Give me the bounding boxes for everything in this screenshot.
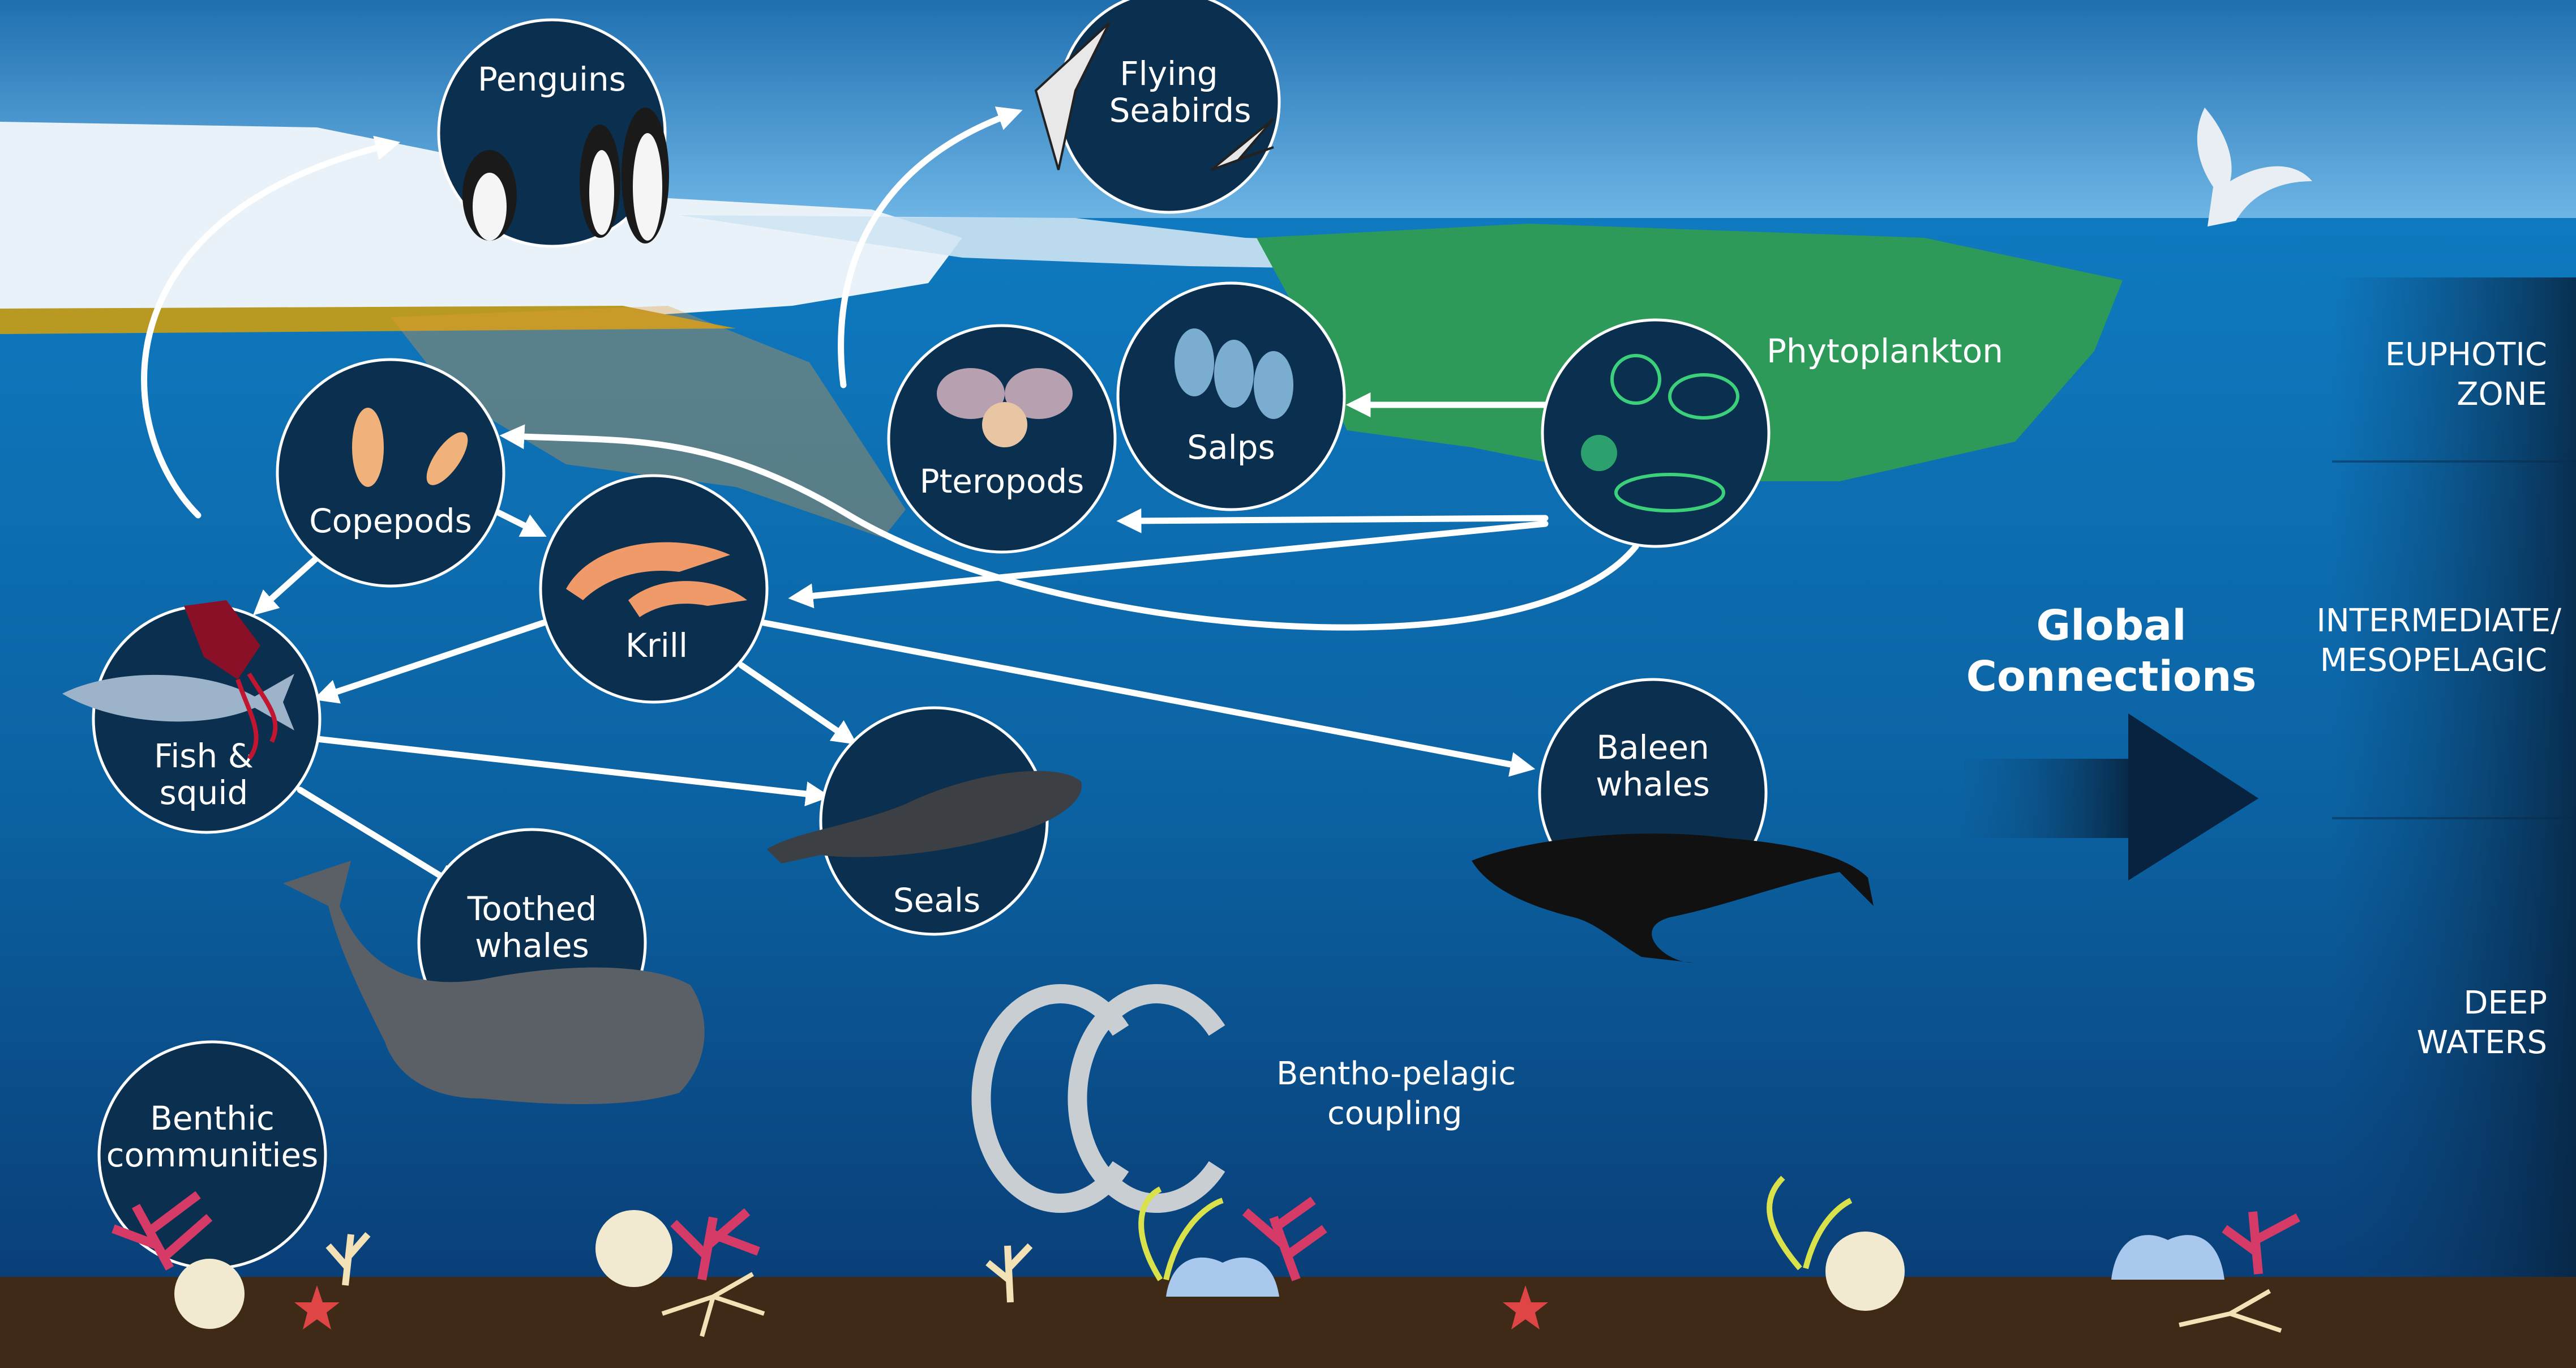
sperm-whale-icon <box>283 861 705 1104</box>
starfish-icon <box>1503 1285 1548 1329</box>
squid-icon <box>184 600 260 679</box>
node-flying-seabirds-label-2: Seabirds <box>1109 91 1251 130</box>
food-web-arrows <box>141 106 1639 889</box>
zone-intermediate-1: INTERMEDIATE/ <box>2316 602 2561 639</box>
depth-zone-labels: EUPHOTIC ZONE INTERMEDIATE/ MESOPELAGIC … <box>2316 336 2561 1061</box>
brittle-star-icon <box>2179 1289 2282 1333</box>
pteropod-icon <box>937 368 1005 419</box>
seal-icon <box>767 771 1082 863</box>
node-benthic-label-2: communities <box>106 1136 319 1174</box>
global-connections-title-2: Connections <box>1966 652 2257 701</box>
node-salps-label: Salps <box>1187 428 1275 467</box>
node-fish-squid-label-1: Fish & <box>154 737 254 775</box>
sponge-icon <box>174 1259 245 1329</box>
whale-tail-icon <box>2197 108 2312 226</box>
node-copepods: Copepods <box>276 358 505 588</box>
node-penguins-label: Penguins <box>478 60 626 99</box>
coupling-label-1: Bentho-pelagic <box>1276 1055 1516 1092</box>
diatom-icon <box>1581 435 1617 471</box>
node-pteropods-label: Pteropods <box>920 462 1085 501</box>
global-connections: Global Connections <box>1964 601 2258 880</box>
bentho-pelagic-coupling: Bentho-pelagic coupling <box>971 984 1516 1213</box>
benthic-organisms <box>112 1175 2300 1337</box>
starfish-icon <box>294 1285 340 1329</box>
coupling-cycle-icon <box>971 984 1129 1213</box>
hydroid-icon <box>325 1232 371 1286</box>
node-salps: Salps <box>1116 281 1346 511</box>
zone-deep-2: WATERS <box>2417 1024 2547 1061</box>
glass-sponge-icon <box>2111 1235 2224 1280</box>
coral-icon <box>112 1191 213 1271</box>
ice-algae <box>0 306 736 334</box>
zone-intermediate-2: MESOPELAGIC <box>2320 642 2547 679</box>
fish-icon <box>62 674 294 730</box>
global-arrow-icon <box>2128 713 2258 880</box>
salp-icon <box>1175 328 1214 396</box>
copepod-icon <box>352 408 384 487</box>
zone-euphotic-2: ZONE <box>2457 376 2547 413</box>
node-krill-label: Krill <box>625 626 688 665</box>
zone-deep-1: DEEP <box>2463 985 2547 1021</box>
diatom-icon <box>1668 373 1739 420</box>
node-toothed-whales-label-2: whales <box>475 926 589 965</box>
node-seals-label: Seals <box>893 881 980 920</box>
albatross-icon <box>1210 118 1275 171</box>
node-krill: Krill <box>539 474 769 704</box>
sponge-icon <box>1825 1232 1905 1311</box>
node-benthic-communities: Benthic communities <box>97 1040 327 1270</box>
krill-icon <box>566 542 730 600</box>
node-baleen-whales: Baleen whales <box>1472 678 1874 963</box>
diatom-icon <box>1614 473 1725 512</box>
seafloor <box>0 1277 2576 1368</box>
global-arrow-band <box>1964 759 2140 838</box>
humpback-whale-icon <box>1472 833 1874 963</box>
albatross-icon <box>1034 22 1111 170</box>
hydroid-icon <box>985 1243 1033 1303</box>
node-baleen-whales-label-1: Baleen <box>1596 728 1709 767</box>
node-benthic-label-1: Benthic <box>150 1099 275 1138</box>
zone-euphotic-1: EUPHOTIC <box>2385 336 2547 373</box>
sea-fan-icon <box>1138 1186 1224 1281</box>
node-toothed-whales-label-1: Toothed <box>467 890 597 928</box>
node-flying-seabirds: Flying Seabirds <box>1034 0 1281 214</box>
sea-fan-icon <box>1767 1175 1853 1271</box>
node-flying-seabirds-label-1: Flying <box>1120 54 1218 93</box>
coupling-label-2: coupling <box>1327 1095 1462 1132</box>
brittle-star-icon <box>661 1272 765 1337</box>
node-phytoplankton: Phytoplankton <box>1541 318 2003 548</box>
coupling-cycle-icon <box>1068 984 1225 1213</box>
coral-icon <box>2222 1211 2300 1275</box>
zone-band <box>2332 277 2576 1282</box>
sponge-icon <box>595 1210 672 1287</box>
node-phytoplankton-label: Phytoplankton <box>1767 332 2003 370</box>
node-pteropods: Pteropods <box>887 324 1117 554</box>
glass-sponge-icon <box>1166 1257 1279 1297</box>
coral-icon <box>1242 1196 1327 1281</box>
node-seals: Seals <box>767 706 1082 936</box>
diatom-icon <box>1610 354 1661 405</box>
global-connections-title-1: Global <box>2036 601 2186 650</box>
node-penguins: Penguins <box>437 18 669 248</box>
node-baleen-whales-label-2: whales <box>1596 765 1710 803</box>
coral-icon <box>670 1208 760 1281</box>
copepod-icon <box>426 432 468 485</box>
node-toothed-whales: Toothed whales <box>283 828 705 1104</box>
krill-icon <box>628 581 747 617</box>
node-fish-squid-label-2: squid <box>160 773 248 812</box>
node-fish-squid: Fish & squid <box>62 600 322 834</box>
node-copepods-label: Copepods <box>309 502 472 540</box>
